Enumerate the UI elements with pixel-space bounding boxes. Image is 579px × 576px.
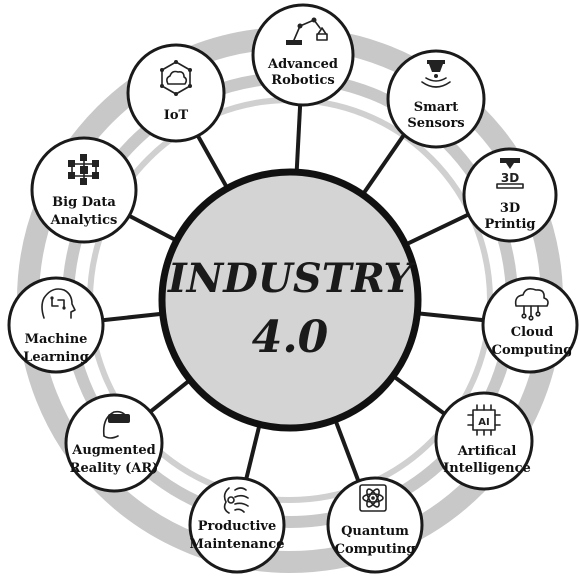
node-circle bbox=[7, 276, 105, 374]
svg-text:3D: 3D bbox=[501, 171, 519, 185]
node-advanced-robotics: Advanced Robotics bbox=[251, 3, 355, 107]
node-label-line-1: Big Data bbox=[52, 195, 116, 210]
node-circle bbox=[481, 276, 579, 374]
node-circle bbox=[386, 49, 486, 149]
node-label-line-2: Learning bbox=[23, 350, 89, 365]
node-augmented-reality: Augmented Reality (AR) bbox=[64, 393, 164, 493]
node-label-line-1: Machine bbox=[25, 332, 88, 347]
node-circle bbox=[30, 136, 138, 244]
head-circuit-icon bbox=[41, 288, 76, 319]
gear-brain-icon bbox=[223, 487, 249, 514]
node-circle bbox=[434, 391, 534, 491]
cloud-hexagon-icon bbox=[160, 60, 192, 96]
node-label-line-1: Productive bbox=[198, 519, 277, 534]
node-label-line-1: Augmented bbox=[71, 443, 155, 458]
node-label-line-1: 3D bbox=[500, 201, 520, 216]
node-label-line-1: IoT bbox=[164, 108, 189, 123]
vr-headset-icon bbox=[102, 410, 130, 439]
node-3d-printing: 3D 3D Printig bbox=[462, 147, 558, 243]
data-network-icon bbox=[68, 154, 99, 185]
node-circle bbox=[251, 3, 355, 107]
node-machine-learning: Machine Learning bbox=[7, 276, 105, 374]
node-label-line-2: Computing bbox=[492, 343, 573, 358]
center-circle bbox=[158, 168, 422, 432]
3d-printer-icon: 3D bbox=[496, 158, 524, 189]
node-label-line-2: Robotics bbox=[271, 73, 334, 88]
cloud-network-icon bbox=[514, 288, 549, 321]
node-iot: IoT bbox=[126, 43, 226, 143]
svg-text:AI: AI bbox=[478, 417, 489, 428]
node-label-line-1: Cloud bbox=[511, 325, 554, 340]
node-label-line-2: Reality (AR) bbox=[70, 461, 159, 476]
node-productive-maintenance: Productive Maintenance bbox=[188, 476, 286, 574]
node-label-line-1: Smart bbox=[414, 100, 458, 115]
node-smart-sensors: Smart Sensors bbox=[386, 49, 486, 149]
node-label-line-2: Analytics bbox=[50, 213, 118, 228]
node-label-line-2: Computing bbox=[335, 542, 416, 557]
node-circle bbox=[326, 476, 424, 574]
node-label-line-2: Intelligence bbox=[443, 461, 531, 476]
sensor-icon bbox=[421, 60, 451, 88]
node-label-line-1: Artifical bbox=[457, 444, 517, 459]
node-cloud-computing: Cloud Computing bbox=[481, 276, 579, 374]
node-circle bbox=[462, 147, 558, 243]
node-big-data-analytics: Big Data Analytics bbox=[30, 136, 138, 244]
robot-arm-icon bbox=[286, 17, 328, 45]
node-label-line-1: Advanced bbox=[267, 57, 338, 72]
center-version: 4.0 bbox=[252, 312, 329, 363]
node-label-line-2: Sensors bbox=[407, 116, 464, 131]
node-circle bbox=[64, 393, 164, 493]
atom-chip-icon bbox=[359, 484, 387, 512]
node-label-line-1: Quantum bbox=[341, 524, 409, 539]
node-label-line-2: Printig bbox=[484, 217, 535, 232]
center-hub: INDUSTRY 4.0 bbox=[158, 168, 422, 432]
node-label-line-2: Maintenance bbox=[190, 537, 285, 552]
node-circle bbox=[188, 476, 286, 574]
node-artificial-intelligence: AI Artifical Intelligence bbox=[434, 391, 534, 491]
node-quantum-computing: Quantum Computing bbox=[326, 476, 424, 574]
center-title: INDUSTRY bbox=[167, 255, 416, 302]
ai-chip-icon: AI bbox=[467, 404, 501, 436]
